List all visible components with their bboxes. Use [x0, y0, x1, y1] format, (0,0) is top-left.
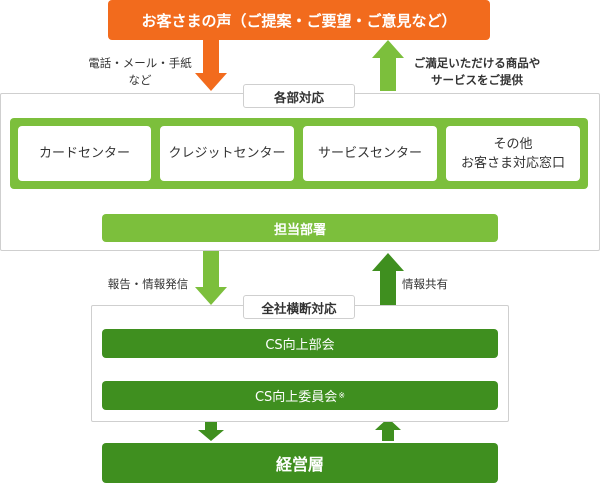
input-channels-label: 電話・メール・手紙 など [88, 56, 192, 87]
arrow-down-customer-to-departments [195, 40, 227, 91]
share-label: 情報共有 [402, 277, 448, 291]
arrow-up-share [372, 253, 404, 305]
departments-section-title: 各部対応 [243, 84, 355, 108]
customer-voice-banner: お客さまの声（ご提案・ご要望・ご意見など） [108, 0, 490, 40]
cross-company-section-title: 全社横断対応 [243, 295, 355, 319]
other-contact-card: その他 お客さま対応窓口 [446, 126, 580, 181]
arrow-down-report [195, 251, 227, 305]
management-bar: 経営層 [102, 443, 498, 483]
footnote-mark: ※ [338, 391, 346, 400]
report-label: 報告・情報発信 [107, 277, 189, 291]
card-center-card: カードセンター [18, 126, 151, 181]
arrow-up-departments-to-customer [372, 40, 404, 91]
service-center-card: サービスセンター [303, 126, 437, 181]
arrow-down-to-management [198, 418, 224, 441]
credit-center-card: クレジットセンター [160, 126, 294, 181]
responsible-department-bar: 担当部署 [102, 214, 498, 242]
cs-subcommittee-bar: CS向上部会 [102, 329, 498, 358]
provide-service-label: ご満足いただける商品や サービスをご提供 [413, 56, 541, 87]
arrow-up-from-management [375, 418, 401, 441]
cs-committee-bar: CS向上委員会※ [102, 381, 498, 410]
